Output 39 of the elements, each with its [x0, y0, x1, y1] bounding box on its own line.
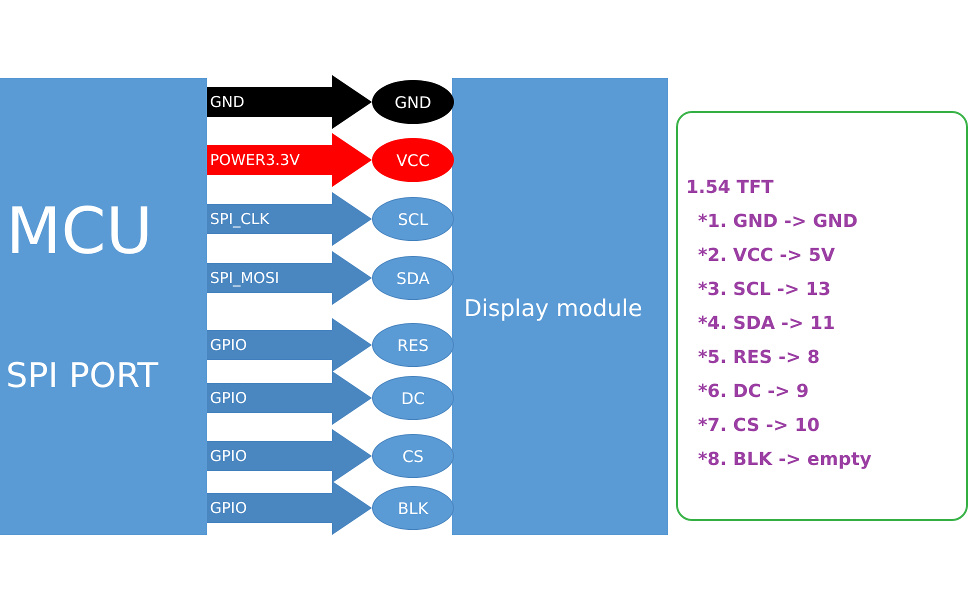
pin-ellipse: GND — [372, 80, 454, 124]
block-title: Display module — [464, 295, 642, 324]
block-arrow — [207, 251, 372, 305]
pin-ellipse: RES — [372, 323, 454, 367]
signal-label: GND — [210, 93, 244, 111]
block-subtitle: SPI PORT — [6, 356, 158, 396]
block-arrow — [207, 133, 372, 187]
mapping-row-text: *1. GND -> GND — [697, 210, 859, 234]
block-arrow — [207, 481, 372, 535]
block-arrow — [207, 371, 372, 425]
mapping-row-text: *4. SDA -> 11 — [697, 312, 836, 336]
signal-label: GPIO — [210, 499, 247, 517]
signal-label: GPIO — [210, 389, 247, 407]
pin-ellipse: CS — [372, 434, 454, 478]
pin-ellipse: VCC — [372, 138, 454, 182]
signal-label: SPI_CLK — [210, 210, 270, 228]
pin-ellipse: SDA — [372, 256, 454, 300]
mcu-block — [0, 78, 207, 535]
mapping-row-text: *5. RES -> 8 — [697, 346, 821, 370]
block-arrow — [207, 318, 372, 372]
signal-label: POWER3.3V — [210, 151, 300, 169]
pin-ellipse: DC — [372, 376, 454, 420]
pin-mapping-panel — [676, 111, 968, 521]
block-arrow — [207, 192, 372, 246]
mapping-row-text: *2. VCC -> 5V — [697, 244, 836, 268]
signal-label: GPIO — [210, 336, 247, 354]
block-title: MCU — [6, 196, 153, 268]
mapping-row-text: *3. SCL -> 13 — [697, 278, 832, 302]
display-module-block — [452, 78, 668, 535]
panel-heading: 1.54 TFT — [686, 176, 775, 200]
pin-ellipse: BLK — [372, 486, 454, 530]
mapping-row-text: *6. DC -> 9 — [697, 380, 810, 404]
signal-label: GPIO — [210, 447, 247, 465]
block-arrow — [207, 429, 372, 483]
mapping-row-text: *8. BLK -> empty — [697, 448, 872, 472]
block-arrow — [207, 75, 372, 129]
mapping-row-text: *7. CS -> 10 — [697, 414, 821, 438]
signal-label: SPI_MOSI — [210, 269, 280, 287]
pin-ellipse: SCL — [372, 197, 454, 241]
